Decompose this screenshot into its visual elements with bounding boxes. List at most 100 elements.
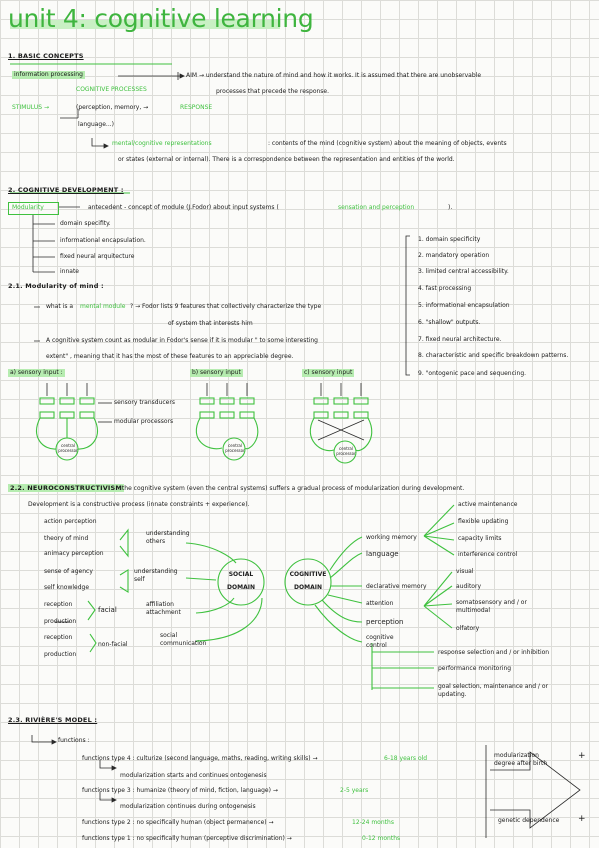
gen-dependence: genetic dependence [498, 817, 560, 824]
cog-item-working-memory: working memory [366, 534, 417, 541]
plus-top: + [578, 751, 586, 761]
modular-processors: modular processors [114, 418, 174, 425]
representation-text: : contents of the mind (cognitive system… [268, 140, 507, 147]
left-item-2: theory of mind [44, 535, 89, 542]
wm-item-3: capacity limits [458, 535, 502, 542]
sensation-perception: sensation and perception [338, 204, 415, 211]
left-item-6: reception [44, 601, 73, 608]
ctrl-item-2: performance monitoring [438, 665, 512, 672]
s22-heading: 2.2. NEUROCONSTRUCTIVISM [8, 484, 125, 492]
central-processor-b: central processor [225, 443, 245, 453]
language-label: language...) [78, 121, 114, 128]
s23-heading: 2.3. RIVIÈRE'S MODEL : [8, 716, 98, 724]
feature-2: informational encapsulation. [60, 237, 146, 244]
perc-item-2: auditory [456, 583, 481, 590]
left-item-5: self knowledge [44, 584, 90, 591]
left-item-8: reception [44, 634, 73, 641]
understanding-others: understanding others [146, 530, 190, 545]
fodor-item-4: 4. fast processing [418, 285, 472, 292]
wm-item-4: interference control [458, 551, 518, 558]
social-communication: social communication [160, 632, 207, 647]
fodor-item-1: 1. domain specificity [418, 236, 481, 243]
modularity-box [8, 202, 59, 215]
nonfacial-label: non-facial [98, 641, 128, 648]
functions-label: functions : [58, 737, 90, 744]
cog-item-cognitive-control: cognitive control [366, 634, 394, 649]
ctrl-item-1: response selection and / or inhibition [438, 649, 550, 656]
f1-text: functions type 1 : no specifically human… [82, 835, 292, 842]
sensory-transducers: sensory transducers [114, 399, 175, 406]
antecedent-text: antecedent - concept of module (J.Fodor)… [88, 204, 279, 211]
response-label: RESPONSE [180, 104, 213, 111]
ctrl-item-3: goal selection, maintenance and / or upd… [438, 683, 548, 698]
processes-line: processes that precede the response. [216, 88, 330, 95]
f4-sub: modularization starts and continues onto… [120, 772, 267, 779]
fodor-item-8: 8. characteristic and specific breakdown… [418, 352, 569, 359]
perc-item-3: somatosensory and / or multimodal [456, 599, 527, 614]
left-item-1: action perception [44, 518, 97, 525]
q2-a: A cognitive system count as modular in F… [46, 337, 318, 344]
fodor-item-9: 9. "ontogenic pace and sequencing. [418, 370, 527, 377]
fodor-item-5: 5. informational encapsulation [418, 302, 510, 309]
title-highlight [10, 20, 280, 29]
facial-label: facial [98, 606, 117, 614]
mental-module: mental module [80, 303, 126, 310]
cognitive-processes: COGNITIVE PROCESSES [76, 86, 147, 93]
diagram-b-label: b) sensory input [190, 369, 243, 377]
cog-item-declarative-memory: declarative memory [366, 583, 427, 590]
f3-text: functions type 3 : humanize (theory of m… [82, 787, 278, 794]
fodor-item-6: 6. "shallow" outputs. [418, 319, 481, 326]
mod-degree: modularization degree after birth [494, 752, 548, 767]
f4-text: functions type 4 : culturize (second lan… [82, 755, 318, 762]
feature-4: innate [60, 268, 79, 275]
s1-heading: 1. BASIC CONCEPTS [8, 52, 84, 60]
f4-age: 6-18 years old [384, 755, 428, 762]
feature-3: fixed neural arquitecture [60, 253, 135, 260]
page-title: unit 4: cognitive learning [8, 4, 314, 33]
q1-a: what is a [46, 303, 74, 310]
representation-text-2: or states (external or internal). There … [118, 156, 455, 163]
q2-b: extent" , meaning that it has the most o… [46, 353, 294, 360]
left-item-7: production [44, 618, 77, 625]
fodor-item-7: 7. fixed neural architecture. [418, 336, 502, 343]
s21-heading: 2.1. Modularity of mind : [8, 282, 104, 290]
left-item-3: animacy perception [44, 550, 104, 557]
f2-age: 12-24 months [352, 819, 394, 826]
wm-item-1: active maintenance [458, 501, 518, 508]
understanding-self: understanding self [134, 568, 178, 583]
s22-line2: Development is a constructive process (i… [28, 501, 250, 508]
antecedent-end: ). [448, 204, 453, 211]
feature-1: domain specifity. [60, 220, 111, 227]
perc-item-1: visual [456, 568, 474, 575]
cog-item-attention: attention [366, 600, 394, 607]
central-processor-c: central processor [336, 446, 356, 456]
info-processing: information processing [12, 71, 85, 79]
diagram-c-label: c) sensory input [302, 369, 355, 377]
fodor-item-2: 2. mandatory operation [418, 252, 490, 259]
perc-item-4: olfatory [456, 625, 480, 632]
aim-text: AIM → understand the nature of mind and … [186, 72, 482, 79]
fodor-item-3: 3. limited central accessibility. [418, 268, 509, 275]
f3-sub: modularization continues during ontogene… [120, 803, 256, 810]
modularity-label: Modularity [12, 204, 44, 211]
left-item-9: production [44, 651, 77, 658]
cog-item-language: language [366, 550, 399, 558]
perception-label: (perception, memory, → [76, 104, 149, 111]
q1-d: of system that interests him [168, 320, 253, 327]
q1-c: ? → Fodor lists 9 features that collecti… [130, 303, 322, 310]
stimulus-label: STIMULUS → [12, 104, 49, 111]
plus-bottom: + [578, 814, 586, 824]
f1-age: 0-12 months [362, 835, 401, 842]
f2-text: functions type 2 : no specifically human… [82, 819, 274, 826]
s22-heading-rest: : the cognitive system (even the central… [118, 485, 465, 492]
central-processor-a: central processor [58, 443, 78, 453]
social-domain: SOCIAL DOMAIN [227, 571, 255, 591]
f3-age: 2-5 years [340, 787, 369, 794]
cog-item-perception: perception [366, 618, 404, 626]
wm-item-2: flexible updating [458, 518, 509, 525]
affiliation-attachment: affiliation attachment [146, 601, 181, 616]
cognitive-domain: COGNITIVE DOMAIN [289, 571, 327, 591]
diagram-a-label: a) sensory input : [8, 369, 65, 377]
s2-heading: 2. COGNITIVE DEVELOPMENT : [8, 186, 124, 194]
